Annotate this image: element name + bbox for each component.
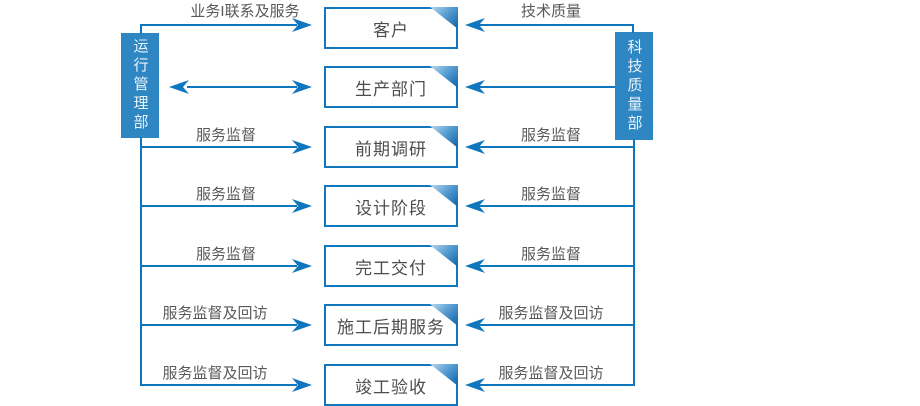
right-stem-line	[633, 139, 635, 386]
connector-line	[477, 24, 634, 26]
folded-corner-icon	[430, 364, 458, 386]
connector-line	[477, 205, 635, 207]
connector-line	[477, 86, 615, 88]
connector-line	[477, 384, 635, 386]
edge-label: 服务监督及回访	[498, 305, 604, 322]
flow-box-preliminary-research: 前期调研	[324, 126, 458, 168]
connector-line	[140, 265, 297, 267]
left-stem-line	[140, 137, 142, 386]
edge-label: 服务监督	[195, 246, 256, 263]
folded-corner-icon	[430, 245, 458, 267]
edge-label: 业务I联系及服务	[190, 3, 300, 20]
edge-label: 技术质量	[520, 3, 581, 20]
flow-box-label: 施工后期服务	[337, 317, 445, 337]
connector-line	[632, 24, 634, 33]
connector-line	[477, 265, 635, 267]
flow-box-customer: 客户	[324, 7, 458, 49]
folded-corner-icon	[430, 7, 458, 29]
edge-label: 服务监督	[195, 186, 256, 203]
edge-label: 服务监督	[520, 186, 581, 203]
flow-box-label: 生产部门	[355, 79, 427, 99]
edge-label: 服务监督及回访	[162, 365, 268, 382]
flow-box-label: 设计阶段	[355, 198, 427, 218]
edge-label: 服务监督	[520, 246, 581, 263]
flow-box-production-dept: 生产部门	[324, 66, 458, 108]
connector-line	[140, 324, 297, 326]
connector-line	[477, 324, 635, 326]
technology-quality-dept-label: 科技质量部	[625, 38, 643, 134]
flow-box-label: 竣工验收	[355, 377, 427, 397]
flow-box-completion-delivery: 完工交付	[324, 245, 458, 287]
connector-line	[477, 146, 635, 148]
operations-management-dept-label: 运行管理部	[131, 38, 149, 133]
connector-line	[140, 24, 142, 34]
technology-quality-dept-bar: 科技质量部	[615, 32, 653, 140]
connector-line	[187, 86, 297, 88]
connector-line	[140, 146, 297, 148]
edge-label: 服务监督及回访	[162, 305, 268, 322]
folded-corner-icon	[430, 185, 458, 207]
arrow-left-icon	[169, 80, 189, 94]
flow-box-completion-acceptance: 竣工验收	[324, 364, 458, 406]
edge-label: 服务监督及回访	[498, 365, 604, 382]
connector-line	[140, 24, 297, 26]
connector-line	[140, 205, 297, 207]
edge-label: 服务监督	[195, 127, 256, 144]
flow-box-design-phase: 设计阶段	[324, 185, 458, 227]
operations-management-dept-bar: 运行管理部	[121, 33, 159, 138]
flow-box-label: 完工交付	[355, 258, 427, 278]
flow-box-post-construction-service: 施工后期服务	[324, 304, 458, 346]
folded-corner-icon	[430, 66, 458, 88]
flow-box-label: 前期调研	[355, 139, 427, 159]
edge-label: 服务监督	[520, 127, 581, 144]
folded-corner-icon	[430, 126, 458, 148]
connector-line	[140, 384, 297, 386]
flow-box-label: 客户	[373, 20, 409, 40]
